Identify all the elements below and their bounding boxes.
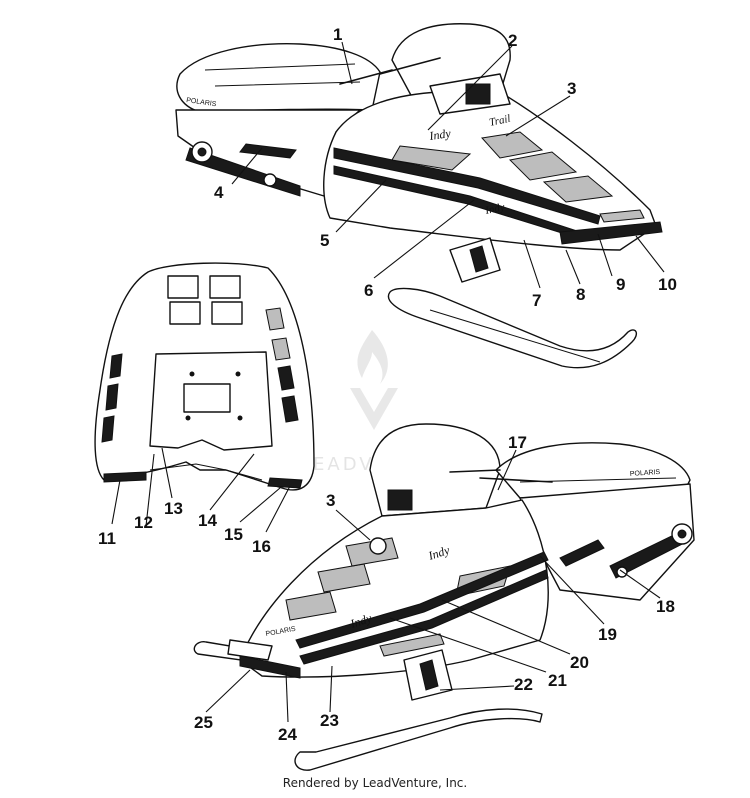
callout-4: 4 — [214, 183, 224, 202]
callout-22: 22 — [514, 675, 533, 694]
gauge — [465, 83, 491, 105]
render-credit: Rendered by LeadVenture, Inc. — [282, 776, 468, 790]
callout-9: 9 — [616, 275, 625, 294]
callout-3: 3 — [567, 79, 576, 98]
brand-decal: POLARIS — [186, 97, 217, 108]
callout-16: 16 — [252, 537, 271, 556]
callout-24: 24 — [278, 725, 297, 744]
callout-6: 6 — [364, 281, 373, 300]
side-stripe-2b — [299, 569, 549, 665]
brand-decal-2: POLARIS — [630, 469, 661, 478]
sled-top-view: POLARIS Indy Trail Indy — [175, 23, 663, 369]
callout-19: 19 — [598, 625, 617, 644]
callout-7: 7 — [532, 291, 541, 310]
mid-wheel — [263, 173, 277, 187]
leader-lines — [111, 41, 665, 723]
callout-12: 12 — [134, 513, 153, 532]
ski-front — [387, 287, 638, 369]
callout-3-lower: 3 — [326, 491, 335, 510]
callout-1: 1 — [333, 25, 342, 44]
callout-14: 14 — [198, 511, 217, 530]
emblem — [369, 537, 387, 555]
script-decal-d: Indy — [426, 543, 452, 563]
script-decal-a: Indy — [427, 126, 452, 143]
callout-15: 15 — [224, 525, 243, 544]
callout-13: 13 — [164, 499, 183, 518]
callout-11: 11 — [98, 529, 116, 548]
sled-bottom-view: POLARIS POLARIS Indy Indy — [193, 423, 695, 771]
gauge-2 — [387, 489, 413, 511]
callout-25: 25 — [194, 713, 213, 732]
callout-labels: 1 2 3 4 5 6 7 8 9 10 11 12 13 14 15 16 3… — [98, 25, 677, 744]
side-stripe-2a — [295, 551, 549, 649]
callout-10: 10 — [658, 275, 677, 294]
hood-top-view — [94, 262, 315, 491]
callout-17: 17 — [508, 433, 527, 452]
callout-21: 21 — [548, 671, 567, 690]
callout-5: 5 — [320, 231, 329, 250]
callout-23: 23 — [320, 711, 339, 730]
side-stripe-upper — [333, 147, 601, 225]
callout-20: 20 — [570, 653, 589, 672]
script-decal-e: Indy — [348, 611, 374, 631]
callout-18: 18 — [656, 597, 675, 616]
hood-2 — [239, 499, 549, 678]
script-decal-c: Indy — [483, 201, 506, 217]
script-decal-b: Trail — [488, 113, 511, 129]
callout-8: 8 — [576, 285, 585, 304]
callout-2: 2 — [508, 31, 517, 50]
hood — [323, 91, 657, 251]
ski-rear — [294, 708, 543, 771]
hood-plaque — [183, 383, 231, 413]
